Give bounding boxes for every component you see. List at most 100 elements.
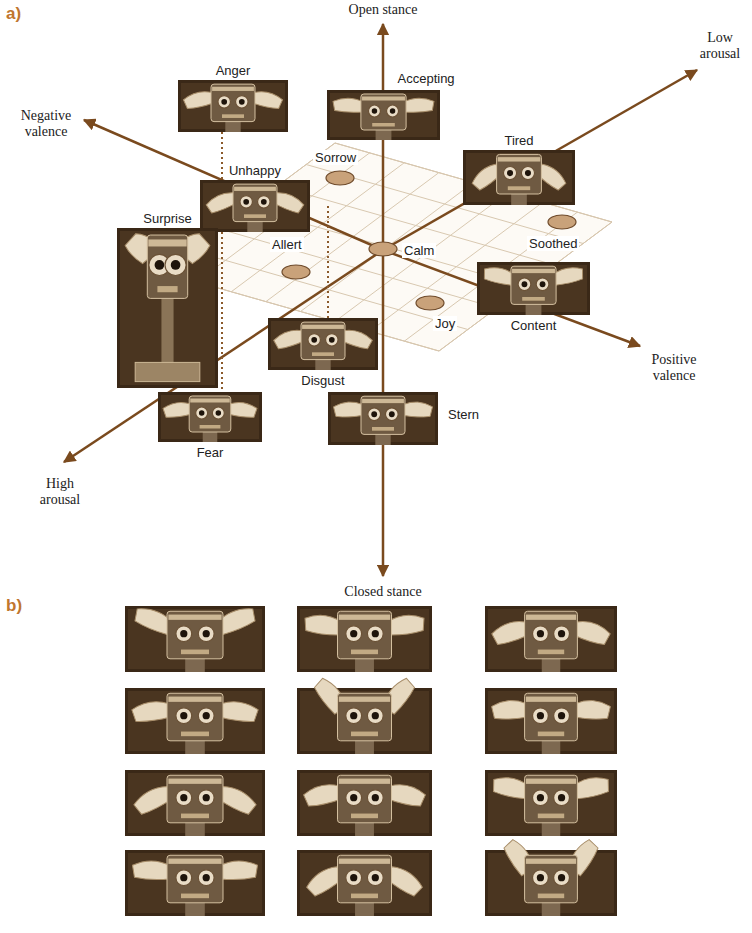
robot-base xyxy=(135,362,200,381)
emotion-photo: Surprise xyxy=(117,228,218,388)
robot-eye xyxy=(533,626,549,642)
robot-lip xyxy=(372,123,395,127)
robot-ear xyxy=(575,700,611,719)
robot-pupil xyxy=(155,260,165,270)
robot-head xyxy=(511,266,556,304)
robot-pupil xyxy=(199,410,205,416)
robot-pupil xyxy=(350,712,357,719)
robot-pupil xyxy=(372,712,379,719)
photo-ground xyxy=(485,770,617,836)
dotted-connector xyxy=(221,132,223,392)
robot-pupil xyxy=(372,794,379,801)
robot-lip xyxy=(157,286,177,292)
robot-pupil xyxy=(540,281,546,287)
robot-pupil xyxy=(537,630,544,637)
robot-pupil xyxy=(537,874,544,881)
robot-pupil xyxy=(525,170,531,176)
emotion-caption: Accepting xyxy=(396,71,457,86)
robot-head xyxy=(497,154,542,194)
robot-face-photo xyxy=(200,180,310,232)
emotion-marker xyxy=(326,171,354,185)
robot-eye xyxy=(533,870,549,886)
robot-eye xyxy=(196,407,208,419)
robot-neck xyxy=(247,221,262,232)
robot-eye xyxy=(198,790,214,806)
robot-brow xyxy=(526,697,576,702)
emotion-label: Soothed xyxy=(527,236,579,251)
emotion-label: Joy xyxy=(433,316,457,331)
robot-ear xyxy=(482,264,515,286)
robot-neck xyxy=(185,901,205,916)
emotion-caption: Unhappy xyxy=(227,163,283,178)
robot-pupil xyxy=(372,630,379,637)
robot-lip xyxy=(351,650,378,655)
robot-brow xyxy=(302,325,344,329)
robot-pupil xyxy=(350,630,357,637)
robot-pupil xyxy=(389,411,395,417)
robot-face-photo xyxy=(463,150,575,205)
robot-ear xyxy=(341,328,373,350)
robot-ear xyxy=(403,97,435,114)
robot-pupil xyxy=(390,108,396,114)
grid-line xyxy=(191,251,468,330)
photo-ground xyxy=(463,150,575,205)
emotion-photo: Stern xyxy=(328,392,438,445)
robot-ear xyxy=(183,90,215,110)
robot-eye xyxy=(518,278,531,291)
robot-neck xyxy=(355,657,374,672)
robot-ear xyxy=(131,859,170,881)
robot-lip xyxy=(508,186,530,190)
robot-eye xyxy=(176,870,192,886)
robot-neck xyxy=(185,821,205,836)
robot-brow xyxy=(339,615,390,620)
robot-neck xyxy=(161,297,173,364)
robot-brow xyxy=(339,779,390,784)
robot-ear xyxy=(491,774,530,801)
robot-ear xyxy=(573,619,612,646)
robot-eye xyxy=(346,790,362,806)
robot-neck xyxy=(355,739,374,754)
robot-eye xyxy=(368,408,381,421)
robot-pupil xyxy=(203,630,210,637)
robot-face-photo xyxy=(178,80,288,132)
robot-head xyxy=(338,693,392,741)
robot-pupil xyxy=(558,630,565,637)
photo-ground xyxy=(297,770,432,836)
emotion-caption: Disgust xyxy=(299,373,346,388)
robot-head xyxy=(167,855,223,903)
robot-brow xyxy=(190,399,230,403)
robot-neck xyxy=(203,431,218,442)
robot-pupil xyxy=(558,712,565,719)
photo-ground xyxy=(268,318,378,370)
robot-eye xyxy=(385,408,398,421)
robot-face-photo xyxy=(297,606,432,672)
photo-ground xyxy=(161,395,259,439)
robot-brow xyxy=(526,779,576,784)
emotion-marker xyxy=(416,296,444,310)
grid-line xyxy=(335,143,612,222)
robot-eye xyxy=(326,334,338,346)
dotted-leader xyxy=(327,205,329,318)
robot-lip xyxy=(538,650,564,655)
robot-brow xyxy=(234,187,276,191)
robot-head xyxy=(301,322,345,359)
axis-label: Negative valence xyxy=(12,108,80,140)
photo-ground xyxy=(330,93,437,137)
valence-axis xyxy=(383,250,640,346)
robot-eye xyxy=(198,708,214,724)
robot-eye xyxy=(554,708,570,724)
robot-face-photo xyxy=(125,603,265,672)
emotion-caption: Content xyxy=(509,318,559,333)
axis-label: Positive valence xyxy=(640,352,708,384)
robot-brow xyxy=(526,859,576,864)
emotion-label: Sorrow xyxy=(313,150,358,165)
robot-face-photo xyxy=(485,606,617,672)
robot-brow xyxy=(526,615,576,620)
robot-ear xyxy=(572,774,611,801)
robot-pupil xyxy=(221,99,227,105)
robot-lip xyxy=(538,894,564,899)
robot-ear xyxy=(387,783,426,808)
robot-head xyxy=(211,84,255,121)
emotion-label: Allert xyxy=(270,237,304,252)
